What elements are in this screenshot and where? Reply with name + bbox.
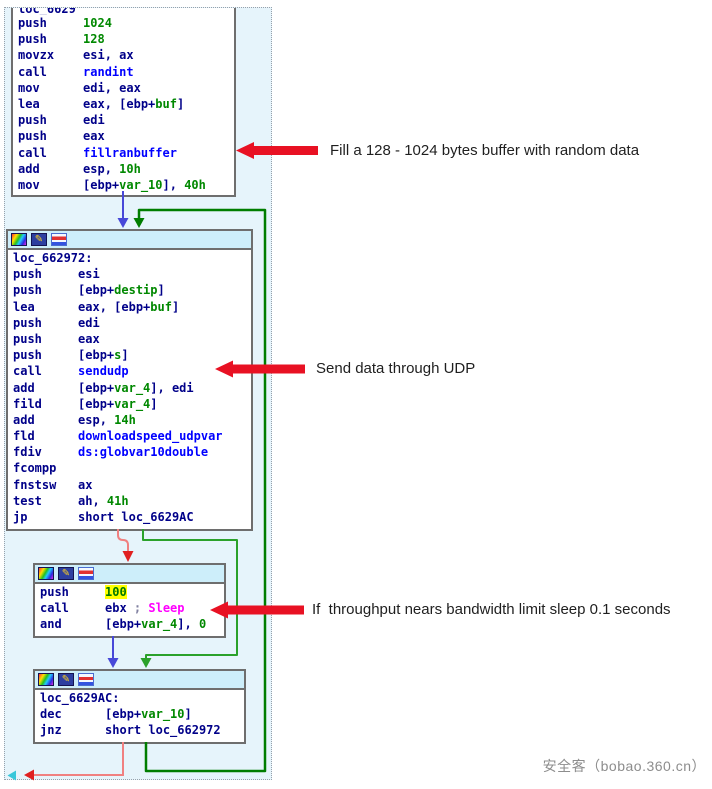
node-color-icon[interactable] [38,567,54,580]
node-color-icon[interactable] [11,233,27,246]
annotation-sleep: If throughput nears bandwidth limit slee… [312,601,671,618]
node-color-icon[interactable] [38,673,54,686]
node-title-bar: ✎ [8,231,251,250]
xrefs-icon[interactable] [51,233,67,246]
edit-node-icon[interactable]: ✎ [58,673,74,686]
node-title-bar: ✎ [35,671,244,690]
edit-node-icon[interactable]: ✎ [58,567,74,580]
xrefs-icon[interactable] [78,673,94,686]
basic-block-loop-counter[interactable]: ✎ loc_6629AC:dec [ebp+var_10]jnz short l… [33,669,246,744]
edit-node-icon[interactable]: ✎ [31,233,47,246]
xrefs-icon[interactable] [78,567,94,580]
block-code: loc_6629AC:dec [ebp+var_10]jnz short loc… [40,691,221,738]
node-title-bar: ✎ [35,565,224,584]
clipped-block-label: loc_6629 [18,7,76,15]
annotation-send-udp: Send data through UDP [316,360,476,377]
annotation-fill-buffer: Fill a 128 - 1024 bytes buffer with rand… [330,142,640,159]
watermark: 安全客（bobao.360.cn） [542,758,706,774]
